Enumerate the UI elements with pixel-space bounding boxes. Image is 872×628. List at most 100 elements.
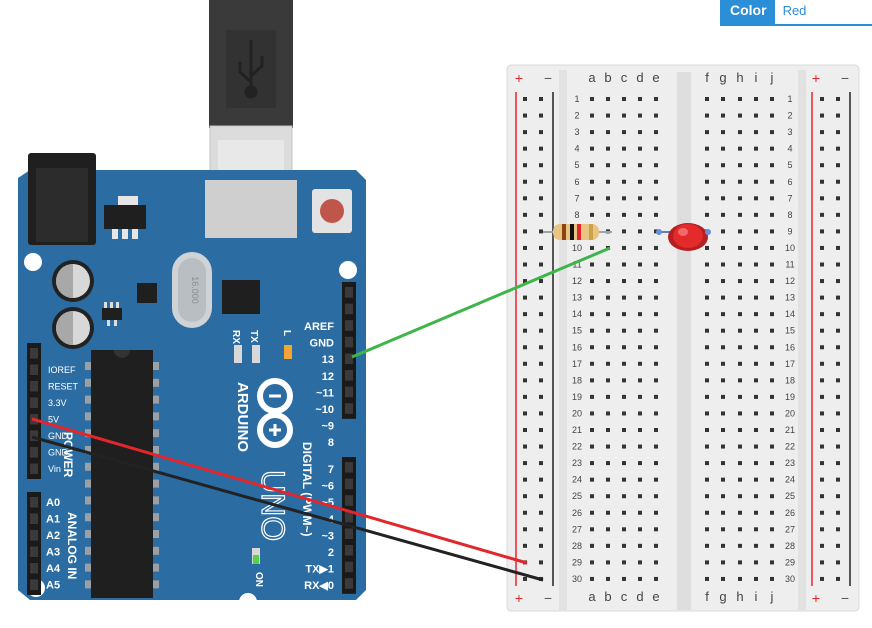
rail-hole[interactable]: [836, 279, 840, 284]
breadboard-hole[interactable]: [754, 378, 758, 383]
digital-header-top-pin[interactable]: [345, 303, 353, 315]
breadboard-hole[interactable]: [705, 279, 709, 284]
breadboard-hole[interactable]: [721, 444, 725, 449]
breadboard-hole[interactable]: [590, 477, 594, 482]
breadboard-hole[interactable]: [770, 510, 774, 515]
breadboard-hole[interactable]: [754, 245, 758, 250]
rail-hole[interactable]: [836, 113, 840, 118]
breadboard-hole[interactable]: [606, 179, 610, 184]
breadboard-hole[interactable]: [738, 295, 742, 300]
breadboard-hole[interactable]: [638, 146, 642, 151]
breadboard-hole[interactable]: [654, 328, 658, 333]
rail-hole[interactable]: [523, 113, 527, 118]
rail-hole[interactable]: [539, 196, 543, 201]
breadboard-hole[interactable]: [638, 130, 642, 135]
breadboard-hole[interactable]: [770, 262, 774, 267]
rail-hole[interactable]: [820, 229, 824, 234]
rail-hole[interactable]: [523, 328, 527, 333]
breadboard-hole[interactable]: [654, 179, 658, 184]
breadboard-hole[interactable]: [738, 212, 742, 217]
breadboard-hole[interactable]: [738, 163, 742, 168]
rail-hole[interactable]: [820, 130, 824, 135]
rail-hole[interactable]: [820, 378, 824, 383]
breadboard-hole[interactable]: [754, 345, 758, 350]
breadboard-hole[interactable]: [654, 312, 658, 317]
breadboard-hole[interactable]: [654, 212, 658, 217]
breadboard-hole[interactable]: [622, 510, 626, 515]
rail-hole[interactable]: [523, 196, 527, 201]
rail-hole[interactable]: [836, 461, 840, 466]
breadboard-hole[interactable]: [705, 461, 709, 466]
breadboard-hole[interactable]: [590, 312, 594, 317]
breadboard-hole[interactable]: [705, 312, 709, 317]
rail-hole[interactable]: [539, 130, 543, 135]
rail-hole[interactable]: [523, 510, 527, 515]
breadboard-hole[interactable]: [721, 328, 725, 333]
rail-hole[interactable]: [836, 179, 840, 184]
resistor[interactable]: [543, 224, 612, 240]
digital-header-bottom-pin[interactable]: [345, 561, 353, 573]
breadboard-hole[interactable]: [721, 146, 725, 151]
breadboard-hole[interactable]: [638, 229, 642, 234]
rail-hole[interactable]: [523, 295, 527, 300]
rail-hole[interactable]: [836, 163, 840, 168]
breadboard-hole[interactable]: [606, 461, 610, 466]
digital-header-top-pin[interactable]: [345, 336, 353, 348]
digital-header-bottom-pin[interactable]: [345, 462, 353, 473]
rail-hole[interactable]: [820, 543, 824, 548]
breadboard-hole[interactable]: [590, 295, 594, 300]
breadboard-hole[interactable]: [738, 361, 742, 366]
rail-hole[interactable]: [539, 146, 543, 151]
breadboard-hole[interactable]: [705, 361, 709, 366]
breadboard-hole[interactable]: [638, 494, 642, 499]
rail-hole[interactable]: [539, 328, 543, 333]
analog-header[interactable]: [27, 492, 41, 595]
rail-hole[interactable]: [523, 130, 527, 135]
breadboard-hole[interactable]: [721, 477, 725, 482]
breadboard-hole[interactable]: [770, 163, 774, 168]
rail-hole[interactable]: [539, 113, 543, 118]
rail-hole[interactable]: [836, 411, 840, 416]
breadboard-hole[interactable]: [770, 196, 774, 201]
rail-hole[interactable]: [820, 97, 824, 101]
analog-header-pin[interactable]: [30, 546, 38, 558]
analog-header-pin[interactable]: [30, 563, 38, 574]
rail-hole[interactable]: [820, 328, 824, 333]
breadboard-hole[interactable]: [638, 179, 642, 184]
breadboard-hole[interactable]: [622, 97, 626, 101]
breadboard-hole[interactable]: [590, 262, 594, 267]
breadboard-hole[interactable]: [590, 130, 594, 135]
breadboard-hole[interactable]: [590, 212, 594, 217]
breadboard-hole[interactable]: [622, 113, 626, 118]
breadboard-hole[interactable]: [654, 196, 658, 201]
breadboard-hole[interactable]: [654, 428, 658, 432]
rail-hole[interactable]: [836, 295, 840, 300]
breadboard-hole[interactable]: [622, 345, 626, 350]
rail-hole[interactable]: [820, 527, 824, 532]
breadboard-hole[interactable]: [638, 295, 642, 300]
rail-hole[interactable]: [836, 328, 840, 333]
breadboard-hole[interactable]: [654, 345, 658, 350]
digital-header-top-pin[interactable]: [345, 386, 353, 398]
breadboard-hole[interactable]: [622, 196, 626, 201]
breadboard-hole[interactable]: [721, 163, 725, 168]
breadboard-hole[interactable]: [638, 411, 642, 416]
breadboard-hole[interactable]: [754, 146, 758, 151]
breadboard-hole[interactable]: [654, 576, 658, 581]
breadboard-hole[interactable]: [770, 295, 774, 300]
breadboard-hole[interactable]: [754, 527, 758, 532]
rail-hole[interactable]: [523, 527, 527, 532]
rail-hole[interactable]: [539, 394, 543, 399]
breadboard-hole[interactable]: [654, 245, 658, 250]
breadboard-hole[interactable]: [754, 394, 758, 399]
breadboard-hole[interactable]: [606, 428, 610, 432]
breadboard-hole[interactable]: [754, 262, 758, 267]
digital-header-top-pin[interactable]: [345, 320, 353, 331]
breadboard-hole[interactable]: [770, 279, 774, 284]
breadboard-hole[interactable]: [705, 477, 709, 482]
rail-hole[interactable]: [539, 510, 543, 515]
rail-hole[interactable]: [539, 477, 543, 482]
breadboard-hole[interactable]: [638, 560, 642, 565]
breadboard-hole[interactable]: [721, 97, 725, 101]
breadboard-hole[interactable]: [590, 378, 594, 383]
